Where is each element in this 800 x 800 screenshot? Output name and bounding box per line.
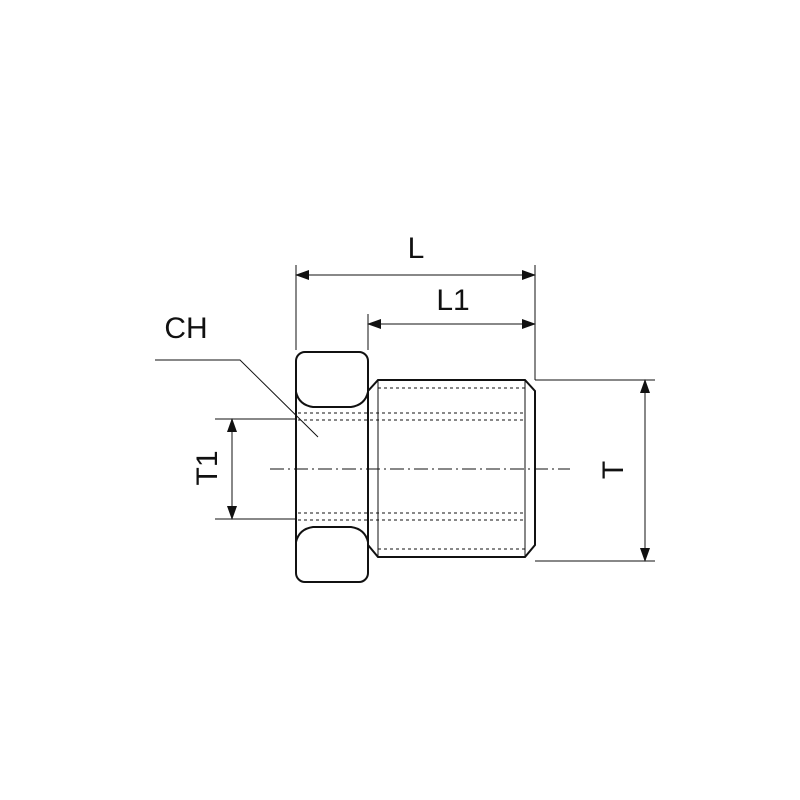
internal-bore — [298, 412, 525, 521]
label-ch: CH — [164, 312, 207, 345]
hex-nut — [295, 351, 369, 583]
dimension-t: T — [535, 379, 655, 562]
label-t1: T1 — [191, 450, 224, 485]
hex-outline — [295, 351, 369, 583]
dimension-t1: T1 — [191, 418, 296, 520]
label-l: L — [408, 232, 425, 265]
shank-outline — [367, 379, 536, 558]
leader-line-ch — [155, 359, 319, 438]
dimension-l: L — [295, 232, 536, 380]
hex-lower-flat — [295, 526, 369, 543]
dimension-l1: L1 — [367, 284, 536, 350]
label-t: T — [597, 461, 630, 479]
label-l1: L1 — [436, 284, 469, 317]
hex-upper-flat — [295, 391, 369, 408]
callout-ch: CH — [155, 312, 319, 438]
